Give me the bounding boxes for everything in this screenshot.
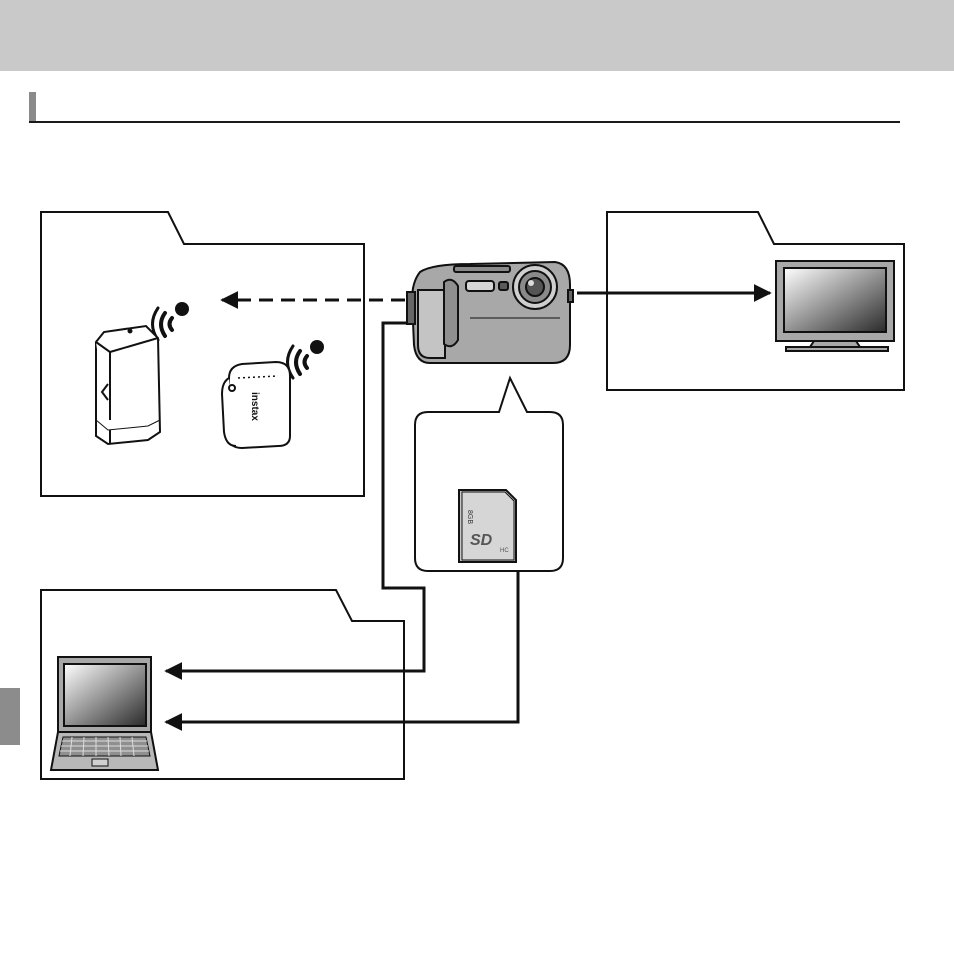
sd-memory-card-icon: SD HC 8GB — [458, 489, 517, 563]
sd-capacity-label: 8GB — [466, 510, 473, 524]
sd-card-bubble — [414, 375, 564, 572]
television-icon — [775, 260, 895, 352]
printer-box — [40, 211, 365, 497]
usb-link-arrow — [164, 321, 426, 680]
digital-camera-icon — [406, 260, 574, 364]
section-heading-marker — [29, 92, 36, 122]
printer-brand-label: instax — [249, 392, 260, 421]
instax-share-printer-icon — [95, 324, 162, 446]
wireless-signal-icon — [286, 340, 324, 380]
laptop-computer-icon — [49, 656, 160, 771]
connection-lines — [164, 284, 772, 731]
sd-type-label: HC — [500, 548, 509, 554]
sd-logo-label: SD — [470, 532, 493, 549]
chapter-side-tab — [0, 688, 20, 745]
section-heading-rule — [29, 121, 900, 123]
sd-link-arrow — [164, 571, 520, 731]
header-band — [0, 0, 954, 71]
instax-share-printer-icon: instax — [220, 360, 291, 450]
